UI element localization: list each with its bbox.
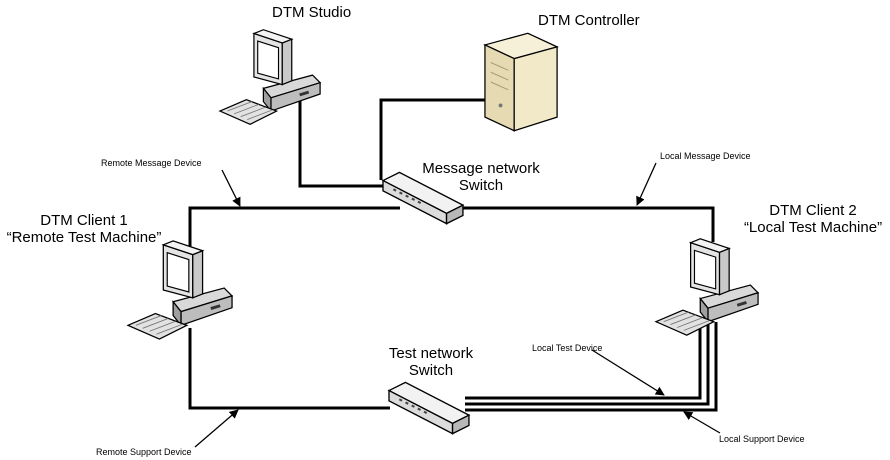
local-support-arrow (683, 411, 721, 434)
test-switch-label-line1: Test network (388, 345, 474, 362)
local-message-arrow (636, 162, 657, 206)
remote-support-device-label: Remote Support Device (96, 447, 192, 457)
controller-to-message-switch-cable (379, 98, 488, 180)
client1-label-line1: DTM Client 1 (40, 212, 128, 229)
test-network-cable-right-3 (465, 322, 718, 412)
client2-label: DTM Client 2 “Local Test Machine” (736, 202, 890, 237)
local-test-device-label: Local Test Device (532, 343, 603, 353)
message-switch-label: Message network Switch (410, 160, 552, 195)
controller-server-icon (484, 32, 558, 132)
local-support-device-label: Local Support Device (719, 434, 805, 444)
local-test-arrow (591, 349, 665, 396)
test-switch-label: Test network Switch (372, 345, 490, 380)
callout-arrows (194, 162, 721, 448)
client1-computer-icon (127, 240, 233, 340)
test-network-cable-left (188, 328, 390, 410)
client1-label: DTM Client 1 “Remote Test Machine” (0, 212, 168, 247)
client2-label-line2: “Local Test Machine” (743, 219, 883, 237)
message-network-cable-right (455, 206, 715, 242)
test-switch-label-line2: Switch (408, 362, 454, 380)
remote-message-arrow (221, 169, 241, 207)
client1-label-line2: “Remote Test Machine” (6, 229, 162, 247)
test-network-cable-right-1 (465, 322, 702, 400)
remote-message-device-label: Remote Message Device (101, 158, 202, 168)
studio-computer-icon (219, 29, 321, 125)
message-network-cable (188, 206, 400, 258)
client2-computer-icon (655, 238, 759, 336)
controller-label: DTM Controller (538, 12, 640, 29)
test-switch-icon (388, 381, 470, 435)
message-switch-label-line1: Message network (422, 160, 540, 177)
local-message-device-label: Local Message Device (660, 151, 751, 161)
cables (188, 98, 718, 412)
studio-to-message-switch-cable (298, 100, 390, 188)
studio-label: DTM Studio (272, 4, 352, 21)
client2-label-line1: DTM Client 2 (769, 202, 857, 219)
remote-support-arrow (194, 409, 239, 448)
test-network-cable-right-2 (465, 322, 710, 406)
message-switch-label-line2: Switch (458, 177, 504, 195)
